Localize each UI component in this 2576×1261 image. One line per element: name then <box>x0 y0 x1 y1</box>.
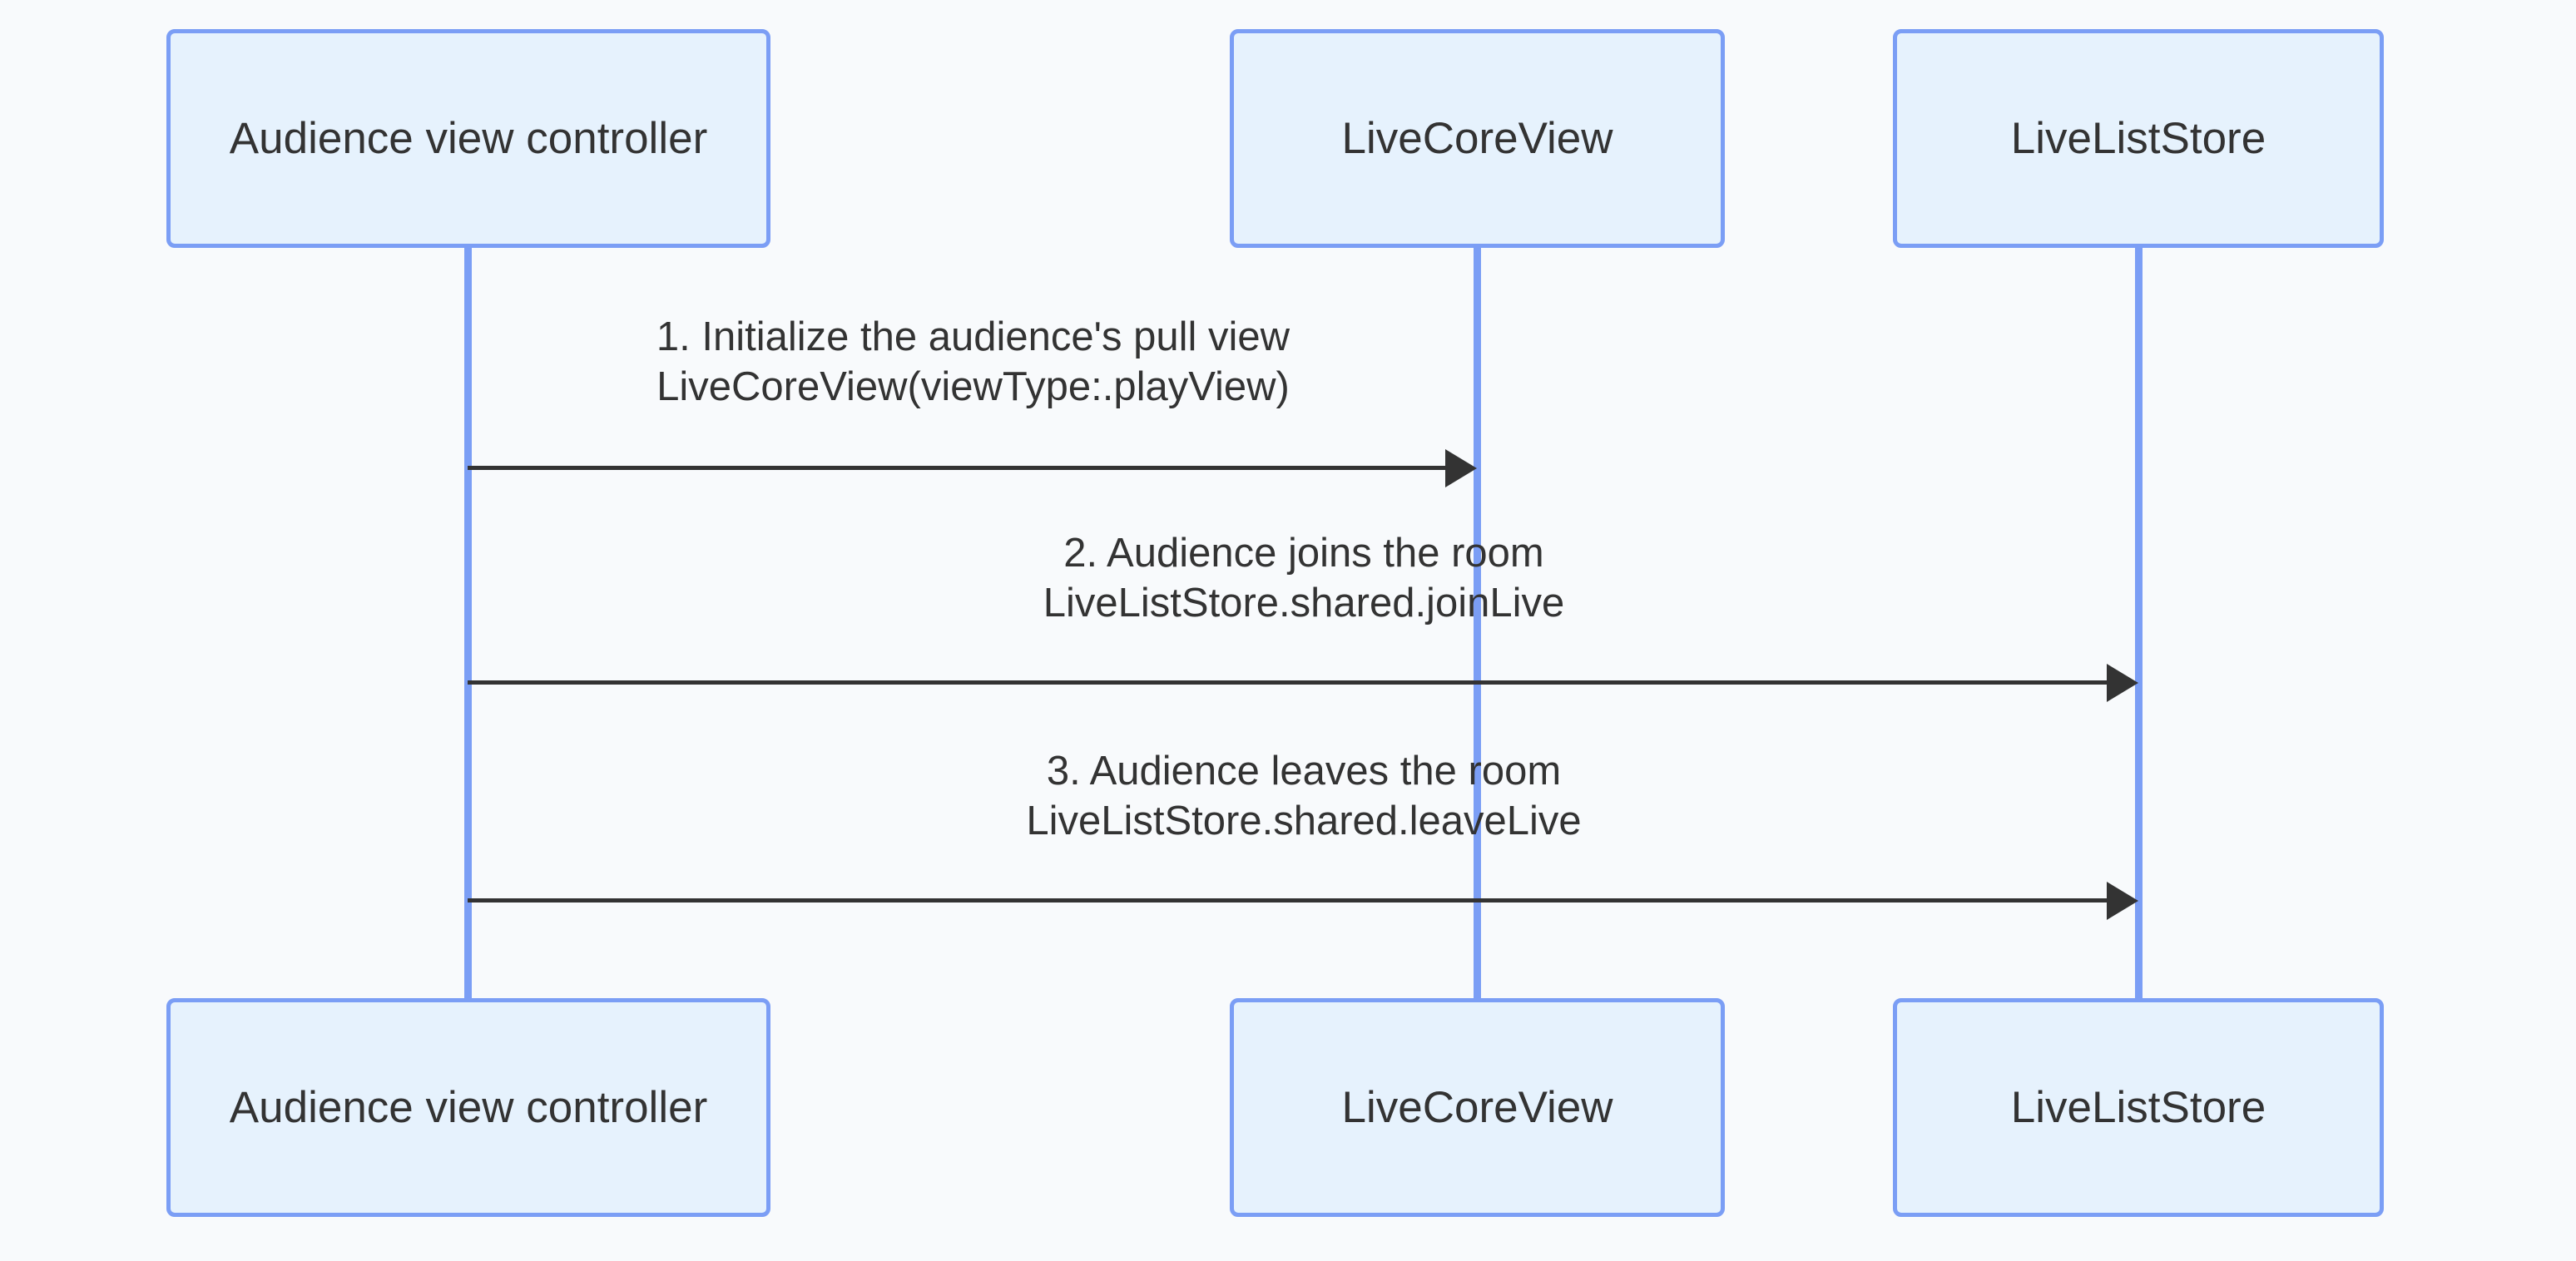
message-arrowhead-3 <box>2107 882 2138 920</box>
message-label-2: 2. Audience joins the room LiveListStore… <box>468 528 2140 628</box>
message-label-1: 1. Initialize the audience's pull view L… <box>468 312 1479 412</box>
message-label-3-line1: 3. Audience leaves the room <box>1046 749 1562 794</box>
lifeline-liveliststore <box>2135 243 2143 1001</box>
participant-label: LiveListStore <box>2010 1082 2266 1132</box>
participant-box-top-liveliststore[interactable]: LiveListStore <box>1893 29 2384 248</box>
participant-label: Audience view controller <box>229 113 708 163</box>
message-label-3: 3. Audience leaves the room LiveListStor… <box>468 746 2140 846</box>
message-arrowhead-1 <box>1445 449 1477 487</box>
message-label-2-line1: 2. Audience joins the room <box>1063 531 1544 576</box>
participant-box-bottom-liveliststore[interactable]: LiveListStore <box>1893 998 2384 1217</box>
message-arrowhead-2 <box>2107 664 2138 702</box>
participant-box-top-livecoreview[interactable]: LiveCoreView <box>1230 29 1725 248</box>
lifeline-audience-view-controller <box>464 243 472 1001</box>
participant-box-bottom-livecoreview[interactable]: LiveCoreView <box>1230 998 1725 1217</box>
participant-label: LiveCoreView <box>1341 1082 1613 1132</box>
lifeline-livecoreview <box>1474 243 1481 1001</box>
participant-label: LiveCoreView <box>1341 113 1613 163</box>
participant-label: Audience view controller <box>229 1082 708 1132</box>
message-label-3-line2: LiveListStore.shared.leaveLive <box>1026 799 1582 843</box>
message-label-2-line2: LiveListStore.shared.joinLive <box>1043 581 1565 626</box>
message-line-1 <box>468 466 1445 470</box>
participant-label: LiveListStore <box>2010 113 2266 163</box>
message-label-1-line2: LiveCoreView(viewType:.playView) <box>656 364 1290 409</box>
message-line-3 <box>468 898 2107 902</box>
message-label-1-line1: 1. Initialize the audience's pull view <box>656 314 1290 359</box>
participant-box-bottom-audience-view-controller[interactable]: Audience view controller <box>166 998 770 1217</box>
message-line-2 <box>468 680 2107 685</box>
participant-box-top-audience-view-controller[interactable]: Audience view controller <box>166 29 770 248</box>
